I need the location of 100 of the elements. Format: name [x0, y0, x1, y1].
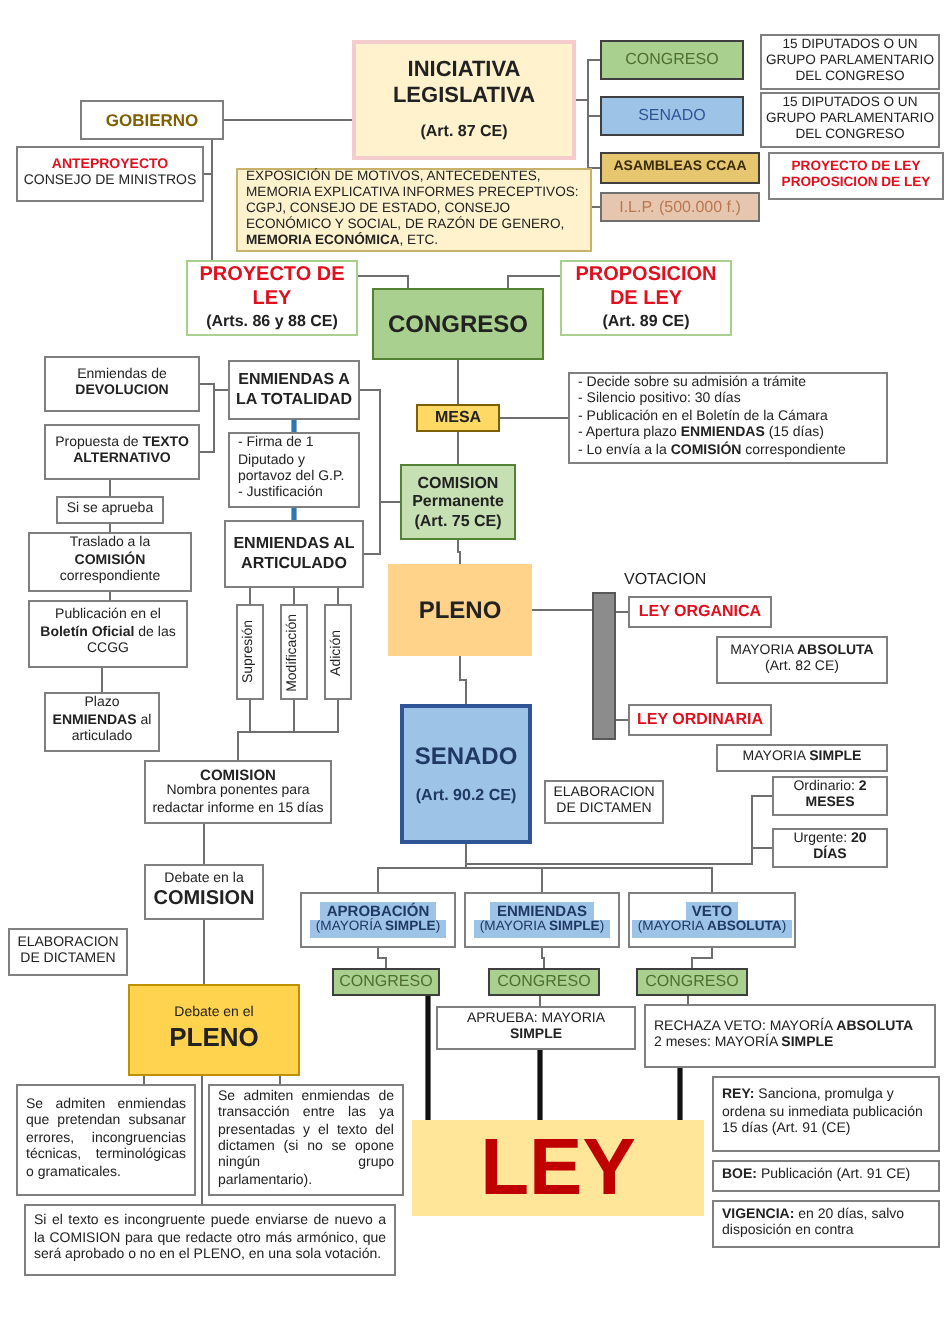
connector-line — [457, 431, 459, 465]
box-label: LEY — [480, 1122, 636, 1216]
process-box — [186, 260, 358, 336]
process-box — [28, 600, 188, 668]
process-box — [436, 1006, 636, 1050]
process-box — [560, 260, 732, 336]
connector-line — [377, 947, 387, 969]
connector-line — [291, 508, 297, 520]
process-box — [44, 424, 200, 480]
connector-line — [677, 1068, 683, 1120]
process-box — [8, 928, 128, 976]
connector-line — [203, 919, 205, 985]
process-box — [772, 776, 888, 816]
process-box — [388, 564, 532, 656]
box-label: PROPOSICION DE LEY — [573, 264, 719, 313]
process-box — [716, 744, 888, 772]
connector-line — [499, 417, 569, 419]
process-box — [712, 1160, 940, 1192]
process-box — [544, 780, 664, 824]
connector-line — [615, 611, 629, 613]
process-box — [716, 636, 888, 684]
process-box — [568, 372, 888, 464]
process-box — [44, 356, 200, 412]
process-box — [712, 1076, 940, 1152]
process-box — [628, 704, 772, 736]
process-box — [712, 1200, 940, 1248]
process-box — [400, 464, 516, 540]
box-label: I.L.P. (500.000 f.) — [619, 197, 741, 217]
box-label: MESA — [434, 408, 482, 428]
process-box — [16, 146, 204, 202]
box-label: INICIATIVA LEGISLATIVA — [390, 58, 538, 111]
vote-bar — [592, 592, 616, 740]
connector-line — [293, 587, 295, 605]
process-box — [228, 360, 360, 420]
box-label: SENADO — [414, 742, 518, 771]
connector-line — [143, 1075, 145, 1085]
connector-line — [109, 523, 111, 533]
process-box — [224, 520, 364, 588]
process-box — [768, 152, 944, 200]
process-box — [600, 96, 744, 136]
process-box — [280, 604, 308, 700]
box-text: (Art. 90.2 CE) — [415, 786, 517, 806]
connector-line — [539, 995, 541, 1007]
box-label: GOBIERNO — [105, 109, 199, 131]
process-box — [352, 40, 576, 160]
process-box — [332, 968, 440, 996]
box-label: CONGRESO — [339, 972, 433, 992]
box-text: (Art. 89 CE) — [602, 312, 690, 332]
connector-line — [615, 719, 629, 721]
connector-line — [223, 119, 353, 121]
process-box — [772, 828, 888, 868]
box-label: CONGRESO — [625, 50, 719, 70]
box-label: COMISION Permanente — [410, 473, 506, 512]
connector-line — [531, 609, 593, 611]
process-box — [80, 100, 224, 140]
box-label: PROYECTO DE LEY — [197, 264, 347, 313]
box-label: LEY ORGANICA — [638, 602, 762, 622]
connector-line — [203, 823, 205, 865]
box-label: PLENO — [418, 595, 502, 625]
process-box — [372, 288, 544, 360]
process-box — [400, 704, 532, 844]
connector-line — [459, 655, 467, 705]
process-box — [24, 1204, 396, 1276]
connector-line — [279, 1075, 281, 1085]
process-box — [464, 892, 620, 948]
box-label: ENMIENDAS A LA TOTALIDAD — [234, 370, 354, 410]
connector-line — [237, 699, 339, 761]
process-box — [600, 40, 744, 80]
connector-line — [109, 591, 111, 601]
process-box — [128, 984, 300, 1076]
process-box — [236, 604, 264, 700]
box-text: (Arts. 86 y 88 CE) — [206, 312, 338, 332]
box-label: LEY ORDINARIA — [637, 710, 763, 730]
box-label: SENADO — [638, 106, 706, 126]
process-box — [28, 532, 192, 592]
connector-line — [457, 539, 461, 565]
connector-line — [457, 359, 459, 405]
connector-line — [425, 996, 431, 1120]
connector-line — [337, 587, 339, 605]
connector-line — [199, 389, 229, 453]
process-box — [416, 404, 500, 432]
box-label: CONGRESO — [497, 972, 591, 992]
connector-line — [363, 501, 401, 555]
connector-line — [537, 1050, 543, 1120]
process-box — [488, 968, 600, 996]
process-box — [628, 596, 772, 628]
box-label: CONGRESO — [645, 972, 739, 992]
connector-line — [507, 275, 561, 289]
process-box — [644, 1004, 936, 1068]
box-text: (Art. 87 CE) — [420, 122, 508, 142]
connector-line — [101, 667, 103, 693]
connector-line — [691, 947, 713, 969]
process-box — [228, 432, 360, 508]
process-box — [600, 152, 760, 184]
process-box — [628, 892, 796, 948]
connector-line — [211, 139, 213, 261]
process-box — [636, 968, 748, 996]
connector-line — [687, 995, 689, 1005]
connector-line — [357, 275, 409, 289]
process-box — [144, 760, 332, 824]
